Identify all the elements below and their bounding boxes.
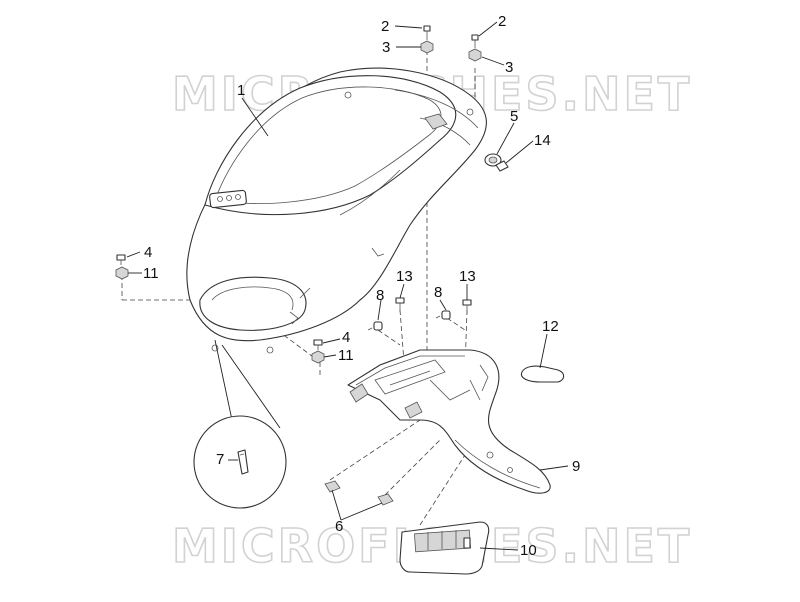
- rear-body-cover: [186, 67, 487, 354]
- nut-11b-icon: [311, 350, 325, 364]
- screw-4b-icon: [313, 339, 323, 350]
- callout-7: 7: [216, 451, 224, 468]
- nut-3b-icon: [468, 48, 482, 62]
- screw-13a-icon: [395, 297, 405, 312]
- callout-2b: 2: [498, 13, 506, 30]
- clip-6b-icon: [377, 493, 394, 506]
- callout-3b: 3: [505, 59, 513, 76]
- callout-12: 12: [542, 318, 559, 335]
- bolt-14-icon: [495, 160, 509, 172]
- screw-8b-icon: [435, 310, 451, 320]
- detail-inset: [193, 339, 287, 509]
- callout-13b: 13: [459, 268, 476, 285]
- callout-labels: 1 2 2 3 3 4 4 5 6 7 8 8 9 10 11 11 12 13…: [143, 13, 580, 559]
- callout-13a: 13: [396, 268, 413, 285]
- grommet-5-icon: [484, 153, 502, 167]
- callout-2a: 2: [381, 18, 389, 35]
- leader-lines: [126, 21, 569, 551]
- screw-4a-icon: [116, 254, 126, 265]
- screw-8a-icon: [367, 321, 383, 331]
- callout-14: 14: [534, 132, 551, 149]
- callout-5: 5: [510, 108, 518, 125]
- callout-8b: 8: [434, 284, 442, 301]
- reflector-12-icon: [520, 365, 565, 383]
- callout-4b: 4: [342, 329, 350, 346]
- clip-6a-icon: [324, 480, 341, 493]
- callout-1: 1: [237, 82, 245, 99]
- screw-2a-icon: [423, 25, 431, 40]
- nut-3a-icon: [420, 40, 434, 54]
- callout-11b: 11: [338, 347, 354, 364]
- plate-light-10: [399, 521, 490, 575]
- callout-3a: 3: [382, 39, 390, 56]
- callout-6: 6: [335, 518, 343, 535]
- screw-13b-icon: [462, 299, 472, 314]
- callout-11a: 11: [143, 265, 159, 282]
- callout-4a: 4: [144, 244, 152, 261]
- callout-10: 10: [520, 542, 537, 559]
- callout-9: 9: [572, 458, 580, 475]
- nut-11a-icon: [115, 266, 129, 280]
- callout-8a: 8: [376, 287, 384, 304]
- rear-mudguard-bracket: [347, 349, 551, 494]
- screw-2b-icon: [471, 34, 479, 48]
